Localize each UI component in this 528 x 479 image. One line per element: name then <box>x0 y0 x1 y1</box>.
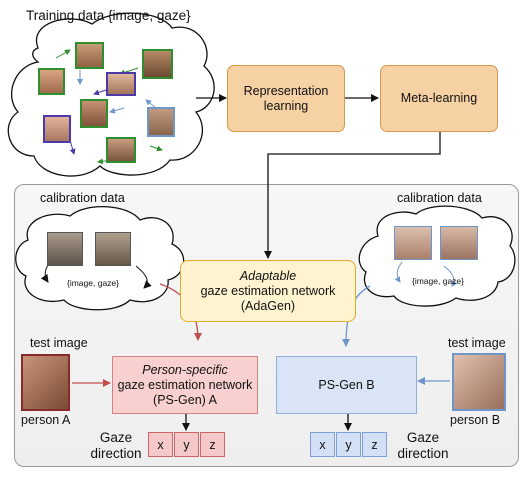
training-face-image <box>43 115 71 143</box>
calibration-face-b <box>440 226 478 260</box>
training-face-image <box>106 137 136 163</box>
output-cell-x-a: x <box>148 432 173 457</box>
training-face-image <box>80 99 108 128</box>
gaze-direction-label-left: Gaze direction <box>86 430 146 462</box>
adagen-line-3: (AdaGen) <box>240 298 296 313</box>
representation-line-2: learning <box>263 98 309 113</box>
training-face-image <box>106 72 136 96</box>
ps-gen-a-line-2: gaze estimation network <box>117 377 253 392</box>
person-a-label: person A <box>21 413 71 427</box>
calibration-cloud-right <box>358 205 516 307</box>
calibration-face-a <box>95 232 131 266</box>
training-face-image <box>142 49 173 79</box>
ps-gen-a-line-3: (PS-Gen) A <box>153 392 217 407</box>
adagen-line-1: Adaptable <box>239 268 297 283</box>
meta-learning-box: Meta-learning <box>380 65 498 132</box>
representation-learning-box: Representation learning <box>227 65 345 132</box>
training-face-image <box>38 68 65 95</box>
test-image-label-right: test image <box>448 336 506 350</box>
gaze-direction-label-right: Gaze direction <box>390 430 456 462</box>
training-face-image <box>75 42 104 69</box>
meta-learning-label: Meta-learning <box>400 91 478 105</box>
test-image-label-left: test image <box>30 336 88 350</box>
image-gaze-pair-right: {image, gaze} <box>412 276 464 286</box>
image-gaze-pair-left: {image, gaze} <box>67 278 119 288</box>
ps-gen-b-label: PS-Gen B <box>318 377 375 392</box>
gaze-left-line-2: direction <box>90 446 142 461</box>
gaze-right-line-2: direction <box>397 446 449 461</box>
gaze-right-line-1: Gaze <box>406 430 440 445</box>
output-cell-z-b: z <box>362 432 387 457</box>
output-cell-x-b: x <box>310 432 335 457</box>
output-cell-y-a: y <box>174 432 199 457</box>
gaze-left-line-1: Gaze <box>99 430 133 445</box>
training-face-image <box>147 107 175 137</box>
calibration-data-label-right: calibration data <box>397 191 482 205</box>
test-face-person-a <box>21 354 70 411</box>
output-cell-z-a: z <box>200 432 225 457</box>
calibration-face-a <box>47 232 83 266</box>
ps-gen-a-line-1: Person-specific <box>142 362 228 377</box>
calibration-face-b <box>394 226 432 260</box>
test-face-person-b <box>452 353 506 411</box>
adagen-line-2: gaze estimation network <box>200 283 336 298</box>
calibration-data-label-left: calibration data <box>40 191 125 205</box>
adagen-box: Adaptable gaze estimation network (AdaGe… <box>180 260 356 322</box>
person-b-label: person B <box>450 413 501 427</box>
ps-gen-a-box: Person-specific gaze estimation network … <box>112 356 258 414</box>
output-cell-y-b: y <box>336 432 361 457</box>
training-data-label: Training data {image, gaze} <box>26 8 191 23</box>
representation-line-1: Representation <box>243 83 329 98</box>
ps-gen-b-box: PS-Gen B <box>276 356 417 414</box>
